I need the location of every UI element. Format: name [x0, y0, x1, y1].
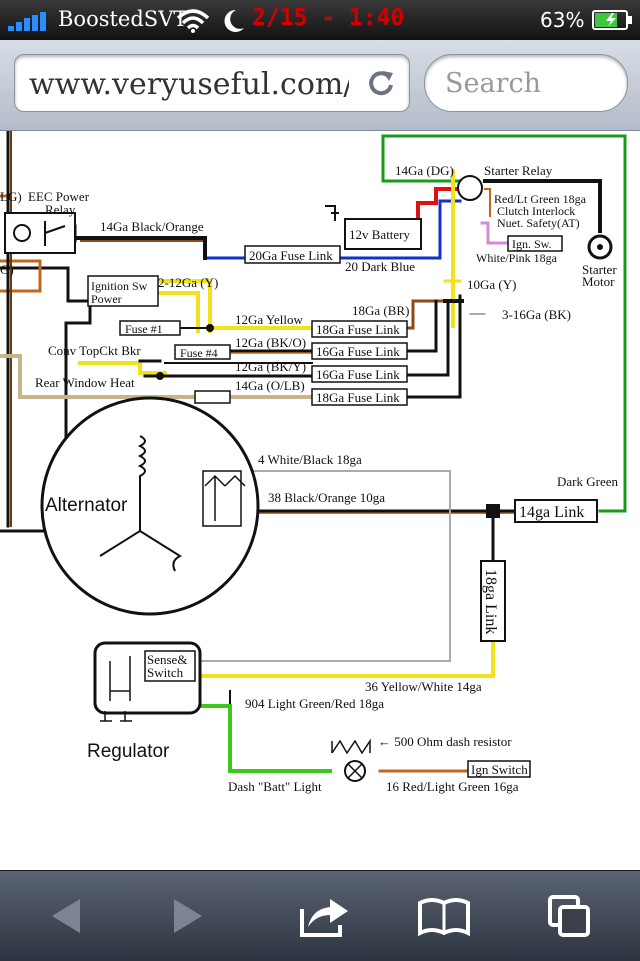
fuse-link-18ga-1-label: 18Ga Fuse Link — [316, 322, 400, 337]
url-field[interactable]: www.veryuseful.com/mustan — [14, 54, 410, 112]
black-orange-38-label: 38 Black/Orange 10ga — [268, 490, 385, 505]
lg-label: LG) — [0, 189, 22, 204]
ign-sw-label: Ign. Sw. — [512, 237, 552, 251]
red-lt-green-label: Red/Lt Green 18ga — [494, 192, 587, 206]
bookmarks-book-icon[interactable] — [414, 891, 474, 941]
battery-percent: 63% — [540, 8, 585, 32]
link-18ga-box — [480, 560, 506, 642]
bk-o-12ga-label: 12Ga (BK/O) — [235, 335, 306, 350]
fuse-link-16ga-2-label: 16Ga Fuse Link — [316, 367, 400, 382]
eec-power-relay — [4, 212, 76, 254]
fuse-1-box — [119, 320, 181, 336]
do-not-disturb-moon-icon — [224, 9, 244, 32]
ignition-sw-label: Ignition Sw — [91, 279, 148, 293]
white-pink-label: White/Pink 18ga — [476, 251, 558, 265]
dg-label: 14Ga (DG) — [395, 163, 454, 178]
link-14ga-label: 14ga Link — [519, 504, 584, 521]
y-2-12ga-label: 2-12Ga (Y) — [158, 275, 218, 290]
eec-power-label: EEC Power — [28, 189, 90, 204]
fuse-1-label: Fuse #1 — [125, 322, 163, 336]
back-arrow-icon[interactable] — [36, 891, 96, 941]
dash-batt-label: Dash "Batt" Light — [228, 779, 322, 794]
fuse-link-20ga-label: 20Ga Fuse Link — [249, 248, 333, 263]
br-18ga-label: 18Ga (BR) — [352, 303, 409, 318]
motor-label: Motor — [582, 274, 615, 289]
sense-label: Sense& — [147, 652, 187, 667]
search-field[interactable] — [424, 54, 628, 112]
fuse-link-18ga-1 — [311, 320, 408, 338]
fuse-link-16ga-1-label: 16Ga Fuse Link — [316, 344, 400, 359]
conv-top-label: Conv TopCkt Bkr — [48, 343, 141, 358]
dark-blue-label: 20 Dark Blue — [345, 259, 415, 274]
wifi-icon — [176, 9, 210, 33]
wiring-diagram: LG) G) EEC Power Relay 14Ga Black/Orange… — [0, 131, 627, 794]
light-green-red-label: 904 Light Green/Red 18ga — [245, 696, 384, 711]
fuse-4-label: Fuse #4 — [180, 346, 218, 360]
url-text[interactable]: www.veryuseful.com/mustan — [29, 67, 349, 102]
o-lb-14ga-label: 14Ga (O/LB) — [235, 378, 305, 393]
y-10ga-label: 10Ga (Y) — [467, 277, 516, 292]
status-bar: BoostedSVT 2/15 - 1:40 63% — [0, 0, 640, 40]
ign-switch-label: Ign Switch — [471, 762, 528, 777]
ign-switch-box — [467, 760, 531, 778]
fuse-link-18ga-2 — [311, 388, 408, 406]
neutral-label: Nuet. Safety(AT) — [497, 216, 580, 230]
black-orange-label: 14Ga Black/Orange — [100, 219, 204, 234]
battery-label: 12v Battery — [349, 227, 411, 242]
white-black-label: 4 White/Black 18ga — [258, 452, 362, 467]
starter-relay-label: Starter Relay — [484, 163, 553, 178]
fuse-link-18ga-2-label: 18Ga Fuse Link — [316, 390, 400, 405]
switch-label: Switch — [147, 665, 184, 680]
ignition-switch-power-box — [87, 275, 159, 307]
status-time: 2/15 - 1:40 — [252, 5, 405, 31]
battery-box — [344, 218, 422, 250]
fuse-4-box — [174, 344, 231, 360]
dark-green-label: Dark Green — [557, 474, 618, 489]
rear-window-fuse — [194, 390, 231, 404]
fuse-link-16ga-2 — [311, 365, 408, 383]
starter-label: Starter — [582, 262, 617, 277]
tabs-pages-icon[interactable] — [540, 891, 600, 941]
relay-label: Relay — [45, 202, 76, 217]
reload-icon[interactable] — [365, 67, 397, 99]
bk-3-16ga-label: 3-16Ga (BK) — [502, 307, 571, 322]
power-label: Power — [91, 292, 122, 306]
clutch-label: Clutch Interlock — [497, 204, 575, 218]
signal-bars-icon — [8, 12, 46, 31]
search-input[interactable] — [443, 64, 617, 102]
resistor-label: ← 500 Ohm dash resistor — [378, 734, 512, 749]
rear-window-label: Rear Window Heat — [35, 375, 135, 390]
share-icon[interactable] — [294, 891, 354, 941]
fuse-link-16ga-1 — [311, 342, 408, 360]
red-light-green-label: 16 Red/Light Green 16ga — [386, 779, 519, 794]
ign-sw-box — [507, 235, 563, 252]
starter-relay-symbol — [457, 175, 483, 201]
link-14ga-box — [514, 499, 598, 523]
yellow-white-label: 36 Yellow/White 14ga — [365, 679, 482, 694]
browser-toolbar — [0, 870, 640, 961]
g-label: G) — [0, 262, 14, 277]
battery-charging-icon — [592, 10, 632, 30]
regulator-label: Regulator — [87, 741, 170, 762]
alternator-label: Alternator — [45, 495, 128, 516]
forward-arrow-icon[interactable] — [158, 891, 218, 941]
link-18ga-label: 18ga Link — [482, 569, 499, 634]
bk-y-12ga-label: 12Ga (BK/Y) — [235, 359, 306, 374]
yellow-12ga-label: 12Ga Yellow — [235, 312, 304, 327]
carrier-name: BoostedSVT — [58, 7, 188, 31]
alternator-symbol — [40, 396, 260, 616]
fuse-link-20ga — [244, 245, 341, 264]
browser-address-bar: www.veryuseful.com/mustan — [0, 40, 640, 131]
